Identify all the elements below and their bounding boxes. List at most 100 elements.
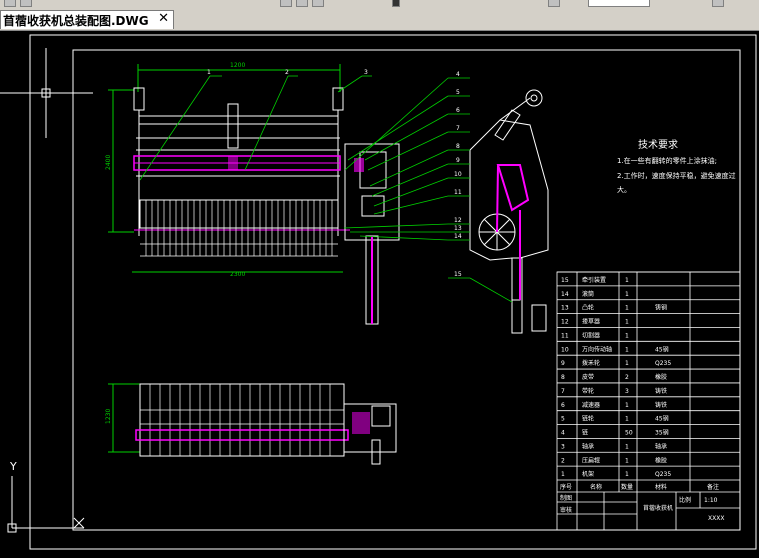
bom-cell-name: 轴承: [582, 442, 594, 450]
callout-label: 2: [285, 69, 289, 76]
title-checked: 审核: [560, 506, 572, 514]
bom-cell-mat: 45钢: [655, 345, 669, 353]
bom-cell-qty: 1: [625, 346, 629, 353]
ucs-icon: [7, 476, 85, 533]
bom-cell-qty: 1: [625, 402, 629, 409]
bom-cell-no: 6: [561, 402, 565, 409]
bom-cell-no: 5: [561, 416, 565, 423]
bom-head-mat: 材料: [655, 483, 667, 491]
bom-cell-mat: Q235: [655, 471, 671, 478]
bom-table: [556, 271, 741, 531]
center-post: [227, 103, 239, 149]
toolbar-button[interactable]: [548, 0, 560, 7]
leaders: [139, 75, 513, 303]
callout-numbers: 1 2 3 4 5 6 7 8 9 10 11 12 13 14 15: [207, 69, 462, 278]
bom-head-note: 备注: [707, 483, 719, 491]
bom-cell-qty: 1: [625, 443, 629, 450]
callout-label: 8: [456, 143, 460, 150]
post: [133, 87, 145, 111]
dim-top: 1200: [230, 62, 245, 69]
bom-cell-qty: 1: [625, 457, 629, 464]
bom-cell-mat: Q235: [655, 360, 671, 367]
bom-cell-name: 切割器: [582, 331, 600, 339]
bom-cell-qty: 1: [625, 291, 629, 298]
toolbar-dropdown[interactable]: [588, 0, 650, 7]
bom-cell-mat: 橡胶: [655, 373, 667, 381]
bom-cell-mat: 橡胶: [655, 456, 667, 464]
callout-label: 14: [454, 233, 462, 240]
bom-cell-qty: 50: [625, 430, 633, 437]
bom-cell-name: 机架: [582, 470, 594, 478]
bom-cell-name: 滚筒: [582, 290, 594, 298]
toolbar-button[interactable]: [392, 0, 400, 7]
bom-cell-qty: 1: [625, 360, 629, 367]
drawing-canvas[interactable]: 1200 2400 2300: [0, 31, 759, 554]
tech-title: 技术要求: [638, 138, 678, 151]
dim-left: 2400: [105, 155, 112, 170]
bom-cell-name: 压扁辊: [582, 456, 600, 464]
tab-bar: 苜蓿收获机总装配图.DWG ✕: [0, 8, 759, 31]
bom-cell-mat: 铸铁: [655, 401, 667, 409]
bom-cell-name: 减速器: [582, 401, 600, 409]
bom-cell-qty: 1: [625, 277, 629, 284]
outer-frame: [29, 34, 757, 550]
toolbar-button[interactable]: [312, 0, 324, 7]
tech-line2: 2.工作时，速度保持平稳，避免速度过: [617, 171, 736, 180]
callout-label: 1: [207, 69, 211, 76]
side-view: [469, 89, 549, 334]
reel: [139, 199, 339, 229]
toolbar-button[interactable]: [712, 0, 724, 7]
bom-cell-no: 12: [561, 319, 569, 326]
bom-head-no: 序号: [560, 483, 572, 491]
gearbox-part: [354, 158, 364, 172]
bom-cell-qty: 3: [625, 388, 629, 395]
top-view: 1230: [105, 383, 397, 465]
belt: [496, 164, 499, 233]
callout-label: 4: [456, 71, 460, 78]
bom-cell-mat: 轴承: [655, 442, 667, 450]
front-view: 1200 2400 2300: [105, 62, 400, 325]
bom-cell-no: 9: [561, 360, 565, 367]
toolbar-button[interactable]: [296, 0, 308, 7]
title-scale-value: 1:10: [704, 497, 718, 504]
callout-label: 11: [454, 189, 462, 196]
close-icon[interactable]: ✕: [158, 11, 169, 26]
bom-cell-name: 搂草器: [582, 318, 600, 326]
toolbar-button[interactable]: [280, 0, 292, 7]
toolbar-button[interactable]: [20, 0, 32, 7]
callout-label: 10: [454, 171, 462, 178]
dim-bottom: 2300: [230, 271, 245, 278]
bom-cell-no: 13: [561, 305, 569, 312]
bom-cell-no: 4: [561, 430, 565, 437]
bom-cell-name: 链轮: [582, 415, 594, 423]
callout-label: 7: [456, 125, 460, 132]
bom-cell-no: 11: [561, 332, 569, 339]
bom-cell-name: 链: [582, 429, 588, 437]
callout-label: 15: [454, 271, 462, 278]
bom-cell-no: 8: [561, 374, 565, 381]
bom-cell-qty: 1: [625, 471, 629, 478]
roller-hub: [228, 156, 238, 170]
bom-cell-name: 凸轮: [582, 304, 594, 312]
bom-cell-qty: 1: [625, 305, 629, 312]
bom-cell-name: 拨禾轮: [582, 359, 600, 367]
tab-drawing[interactable]: 苜蓿收获机总装配图.DWG ✕: [0, 10, 174, 29]
title-code: XXXX: [708, 515, 724, 522]
belt-drive: [496, 164, 530, 212]
bom-cell-name: 皮带: [582, 373, 594, 381]
callout-label: 12: [454, 217, 462, 224]
bom-cell-qty: 1: [625, 319, 629, 326]
bom-cell-mat: 45钢: [655, 415, 669, 423]
gearbox-frame: [344, 143, 400, 241]
toolbar-button[interactable]: [4, 0, 16, 7]
bom-cell-no: 3: [561, 443, 565, 450]
bom-cell-qty: 2: [625, 374, 629, 381]
post: [332, 87, 344, 111]
bom-cell-mat: 铸铁: [655, 387, 667, 395]
tech-line3: 大。: [617, 185, 631, 194]
bom-cell-no: 14: [561, 291, 569, 298]
bom-cell-no: 15: [561, 277, 569, 284]
drawing-svg: 1200 2400 2300: [0, 34, 757, 550]
bom-head-qty: 数量: [621, 483, 633, 491]
gear-housing: [361, 195, 385, 217]
